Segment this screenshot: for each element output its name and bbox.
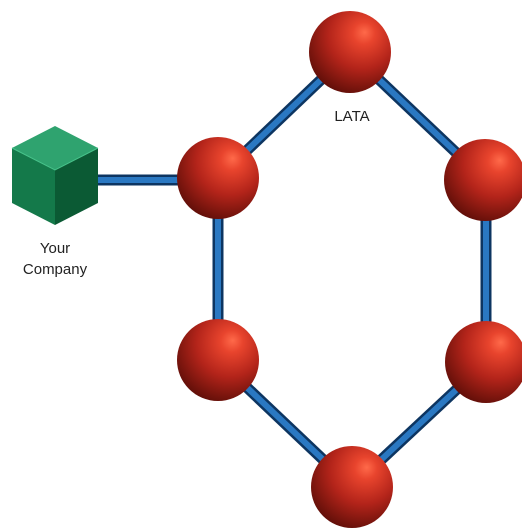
- node-southeast: [445, 321, 522, 403]
- node-bottom: [311, 446, 393, 528]
- company-cube-icon: [11, 126, 99, 225]
- node-southwest: [177, 319, 259, 401]
- network-links: [92, 48, 492, 492]
- lata-label: LATA: [334, 108, 370, 125]
- company-label: Your Company: [22, 240, 88, 278]
- node-east: [444, 139, 522, 221]
- lata-nodes: [177, 11, 522, 528]
- node-west: [177, 137, 259, 219]
- node-top: [309, 11, 391, 93]
